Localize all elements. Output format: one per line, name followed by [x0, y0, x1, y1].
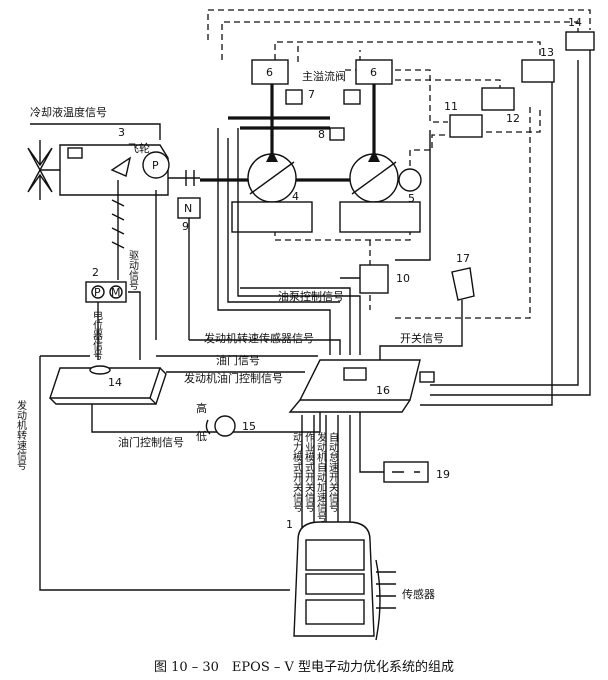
letter-p-gauge: P — [152, 159, 159, 172]
component-7: 7 — [285, 88, 361, 105]
component-19: 19 — [359, 412, 450, 483]
svg-text:自动怠速开关信号: 自动怠速开关信号 — [327, 431, 339, 513]
svg-text:16: 16 — [376, 384, 390, 397]
label-throttle-control: 油门控制信号 — [118, 435, 184, 449]
svg-text:3: 3 — [118, 126, 125, 139]
svg-text:P: P — [94, 286, 101, 299]
hydraulic-pump-left: 4 — [231, 150, 313, 233]
label-engine-speed-signal: 发动机转速信号 — [15, 399, 27, 471]
svg-text:2: 2 — [92, 266, 99, 279]
component-13: 13 — [521, 46, 555, 83]
engine-speed-dial: 高 低 15 — [196, 401, 256, 443]
epos-system-diagram: 6 6 主溢流阀 7 8 4 5 冷却液温度信号 — [15, 9, 595, 641]
svg-text:作业模式开关信号: 作业模式开关信号 — [303, 432, 315, 513]
label-switch-signal: 开关信号 — [400, 331, 444, 345]
svg-text:11: 11 — [444, 100, 458, 113]
component-8: 8 — [318, 127, 345, 141]
svg-text:17: 17 — [456, 252, 470, 265]
svg-text:13: 13 — [540, 46, 554, 59]
svg-text:19: 19 — [436, 468, 450, 481]
svg-text:14: 14 — [568, 16, 582, 29]
label-sensor: 传感器 — [402, 588, 435, 601]
monitor-panel: 1 传感器 — [286, 518, 435, 641]
label-engine-throttle-control: 发动机油门控制信号 — [184, 371, 283, 385]
component-11: 11 — [444, 100, 483, 138]
engine: 冷却液温度信号 3 P 飞轮 — [27, 105, 200, 200]
label-throttle-signal: 油门信号 — [216, 353, 260, 367]
label-coolant-temp: 冷却液温度信号 — [30, 105, 107, 119]
component-number-6-left: 6 — [266, 66, 273, 79]
svg-text:1: 1 — [286, 518, 293, 531]
label-high: 高 — [196, 401, 207, 415]
main-controller: 16 — [288, 359, 435, 413]
joystick: 17 — [451, 252, 475, 301]
main-valve-left: 6 — [251, 59, 289, 85]
label-flywheel: 飞轮 — [128, 141, 150, 155]
svg-text:15: 15 — [242, 420, 256, 433]
svg-text:发动机自动加速信号: 发动机自动加速信号 — [315, 431, 327, 523]
label-drive-signal: 驱动信号 — [127, 250, 139, 291]
svg-text:12: 12 — [506, 112, 520, 125]
signal-wires: 油泵控制信号 发动机转速传感器信号 开关信号 油门信号 发动机油门控制信号 发动… — [15, 45, 591, 591]
main-valve-right: 6 — [355, 59, 393, 85]
oil-pump-solenoid: 10 — [340, 264, 410, 294]
figure-caption: 图 10 – 30 EPOS – V 型电子动力优化系统的组成 — [153, 660, 455, 675]
component-12: 12 — [481, 87, 520, 125]
throttle-controller: 14 — [49, 365, 167, 406]
svg-text:9: 9 — [182, 220, 189, 233]
svg-text:7: 7 — [308, 88, 315, 101]
hydraulic-pump-right — [339, 150, 421, 233]
throttle-motor: 2 P M — [85, 266, 127, 303]
svg-text:N: N — [184, 202, 192, 215]
engine-speed-sensor: N 9 — [177, 197, 201, 340]
svg-text:M: M — [111, 286, 121, 299]
svg-text:5: 5 — [408, 192, 415, 205]
label-potentiometer-signal: 电位器信号 — [91, 309, 103, 361]
component-14: 14 — [565, 16, 595, 51]
mode-switch-signals: 动力模式开关信号 作业模式开关信号 发动机自动加速信号 自动怠速开关信号 — [291, 415, 351, 540]
svg-text:动力模式开关信号: 动力模式开关信号 — [291, 432, 303, 513]
label-engine-speed-sensor: 发动机转速传感器信号 — [204, 331, 314, 345]
label-low: 低 — [196, 430, 207, 443]
svg-text:14: 14 — [108, 376, 122, 389]
component-number-6-right: 6 — [370, 66, 377, 79]
svg-text:10: 10 — [396, 272, 410, 285]
label-main-relief-valve: 主溢流阀 — [302, 69, 346, 83]
svg-text:8: 8 — [318, 128, 325, 141]
gear-pump: 5 — [398, 168, 422, 205]
svg-text:4: 4 — [292, 190, 299, 203]
